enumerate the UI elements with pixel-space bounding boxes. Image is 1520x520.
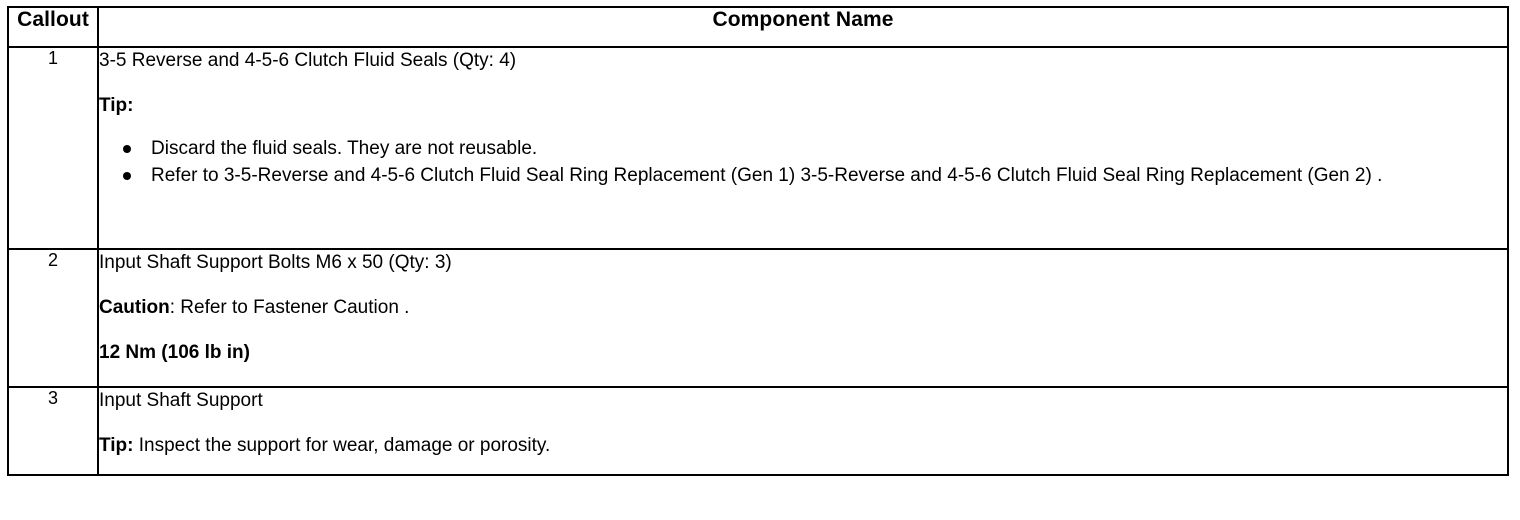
list-item: Discard the fluid seals. They are not re…: [123, 136, 1507, 161]
tip-label-1: Tip:: [99, 95, 134, 116]
list-item: Refer to 3-5-Reverse and 4-5-6 Clutch Fl…: [123, 163, 1507, 188]
table-header-row: Callout Component Name: [7, 6, 1509, 48]
component-cell-1: 3-5 Reverse and 4-5-6 Clutch Fluid Seals…: [97, 46, 1509, 250]
table-row: 2 Input Shaft Support Bolts M6 x 50 (Qty…: [7, 248, 1509, 388]
callout-number-1: 1: [7, 46, 99, 250]
torque-spec-2: 12 Nm (106 lb in): [99, 342, 250, 363]
tip-text-3: Inspect the support for wear, damage or …: [133, 435, 551, 456]
caution-label-2: Caution: [99, 297, 170, 318]
table-row: 3 Input Shaft Support Tip: Inspect the s…: [7, 386, 1509, 476]
callout-table-container: Callout Component Name 1 3-5 Reverse and…: [7, 6, 1509, 476]
callout-component-table: Callout Component Name 1 3-5 Reverse and…: [7, 6, 1509, 476]
callout-number-2: 2: [7, 248, 99, 388]
caution-text-2: : Refer to Fastener Caution .: [169, 297, 410, 318]
tip-bullet-list-1: Discard the fluid seals. They are not re…: [99, 136, 1507, 188]
component-title-3: Input Shaft Support: [99, 390, 263, 411]
callout-number-3: 3: [7, 386, 99, 476]
table-row: 1 3-5 Reverse and 4-5-6 Clutch Fluid Sea…: [7, 46, 1509, 250]
tip-line-3: Tip: Inspect the support for wear, damag…: [99, 433, 1507, 458]
caution-line-2: Caution: Refer to Fastener Caution .: [99, 295, 1507, 320]
header-callout: Callout: [7, 6, 99, 48]
component-cell-3: Input Shaft Support Tip: Inspect the sup…: [97, 386, 1509, 476]
tip-label-3: Tip:: [99, 435, 134, 456]
component-title-2: Input Shaft Support Bolts M6 x 50 (Qty: …: [99, 252, 452, 273]
header-component-name: Component Name: [97, 6, 1509, 48]
component-cell-2: Input Shaft Support Bolts M6 x 50 (Qty: …: [97, 248, 1509, 388]
component-title-1: 3-5 Reverse and 4-5-6 Clutch Fluid Seals…: [99, 50, 517, 71]
